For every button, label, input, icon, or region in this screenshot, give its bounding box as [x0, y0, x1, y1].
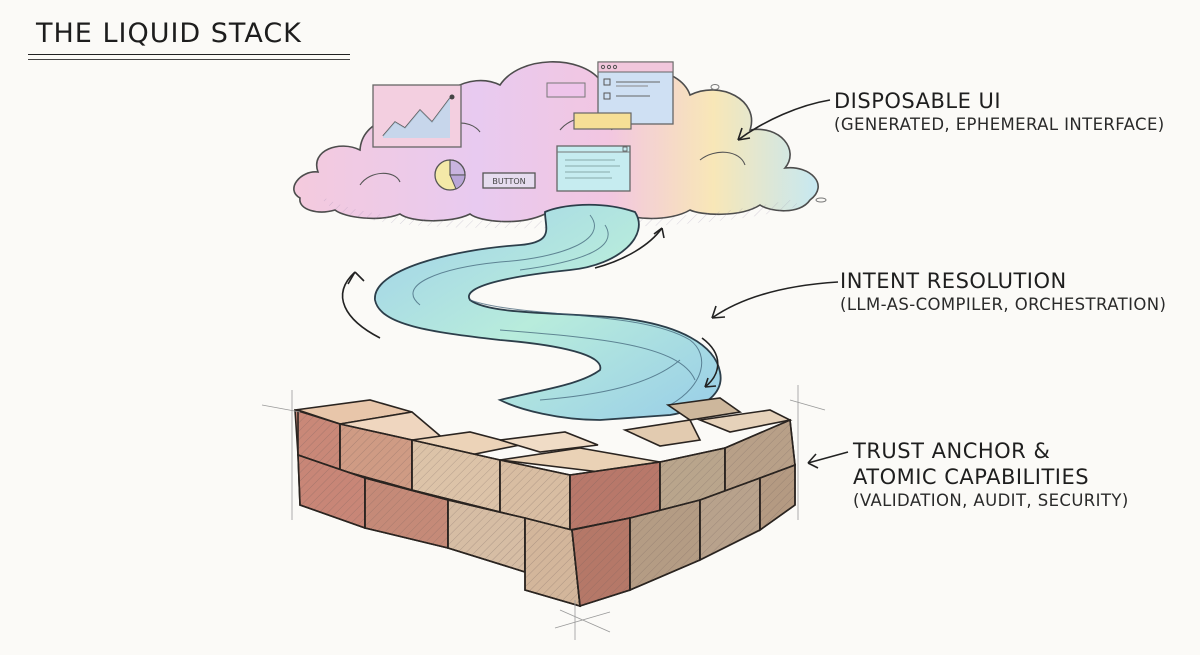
pointer-intent-resolution — [711, 281, 839, 319]
brick-foundation — [294, 397, 796, 608]
trust-anchor-heading-line2: ATOMIC CAPABILITIES — [853, 465, 1090, 489]
button-widget: BUTTON — [482, 172, 536, 189]
pie-chart-widget — [434, 159, 466, 191]
pointer-trust-anchor — [807, 451, 849, 464]
label-intent-resolution: INTENT RESOLUTION (LLM-AS-COMPILER, ORCH… — [840, 268, 1166, 316]
pointer-disposable-ui — [737, 99, 831, 141]
label-trust-anchor: TRUST ANCHOR & ATOMIC CAPABILITIES (VALI… — [853, 438, 1129, 512]
line-chart-widget — [372, 84, 462, 148]
yellow-bar-widget — [573, 112, 632, 130]
top-flow-arrow — [594, 227, 663, 269]
intent-resolution-heading: INTENT RESOLUTION — [840, 269, 1067, 293]
left-flow-arrow — [341, 271, 381, 339]
title-underline — [28, 54, 350, 60]
trust-anchor-subtitle: (VALIDATION, AUDIT, SECURITY) — [853, 491, 1129, 510]
intent-stream — [374, 203, 722, 421]
disposable-ui-subtitle: (GENERATED, EPHEMERAL INTERFACE) — [834, 115, 1165, 134]
text-window-widget — [556, 145, 631, 192]
trust-anchor-heading-line1: TRUST ANCHOR & — [853, 439, 1051, 463]
construction-lines — [261, 385, 826, 640]
intent-resolution-subtitle: (LLM-AS-COMPILER, ORCHESTRATION) — [840, 295, 1167, 314]
flow-arrows — [341, 227, 719, 388]
label-pointers — [711, 99, 849, 469]
label-disposable-ui: DISPOSABLE UI (GENERATED, EPHEMERAL INTE… — [834, 88, 1165, 136]
button-widget-label: BUTTON — [492, 177, 525, 186]
right-flow-arrow — [701, 337, 719, 388]
disposable-ui-heading: DISPOSABLE UI — [834, 89, 1002, 113]
diagram-title: THE LIQUID STACK — [36, 18, 302, 49]
pink-bar-widget — [546, 82, 586, 98]
